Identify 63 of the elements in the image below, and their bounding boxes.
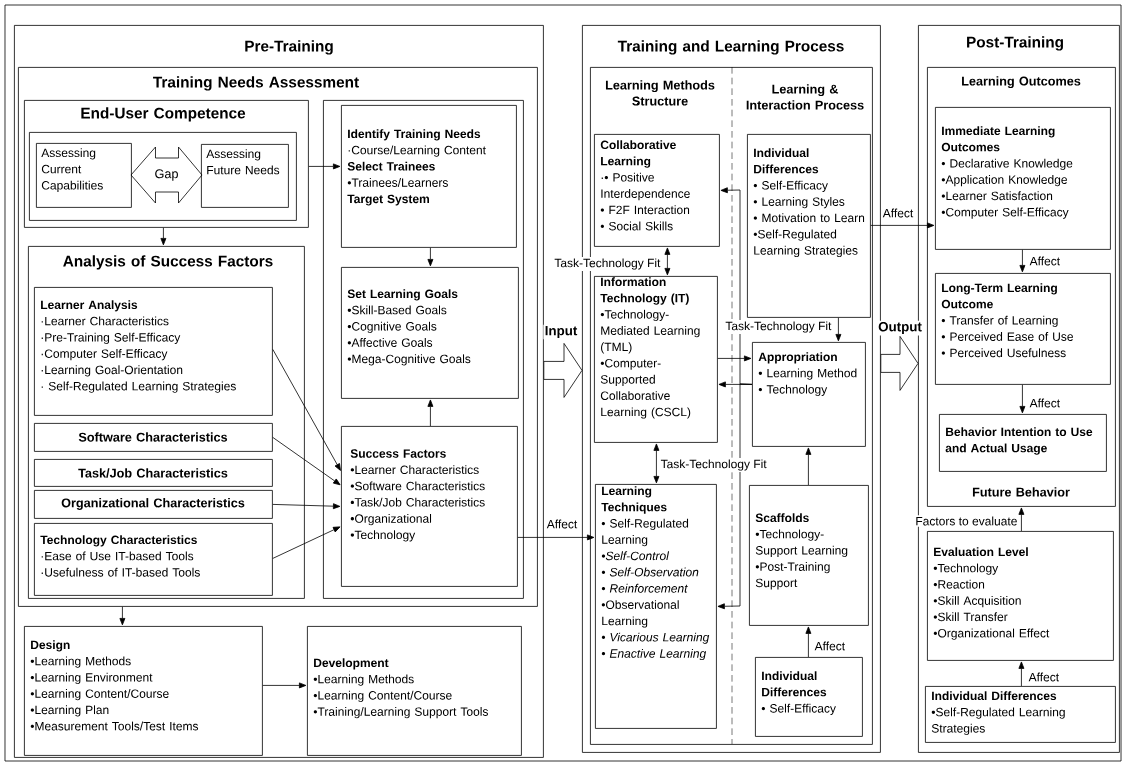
arrow — [1019, 249, 1026, 273]
list-box: Learner Analysis ·Learner Characteristics ·Pre-Training Self-Efficacy ·Computer Self-Efficacy ·Learning Goal-Orientation · Self-Regulated Learning Strategies — [34, 287, 273, 416]
arrow — [272, 349, 341, 471]
arrow — [1019, 384, 1026, 414]
edge-label: Task-Technology Fit — [659, 458, 768, 472]
arrow — [1018, 507, 1025, 532]
list-box: Technology Characteristics ·Ease of Use IT-based Tools ·Usefulness of IT-based Tools — [34, 523, 273, 596]
group-box — [323, 100, 524, 599]
edge-label: Affect — [881, 207, 915, 219]
arrow — [427, 399, 434, 427]
arrow — [272, 526, 341, 559]
arrow — [805, 447, 812, 486]
arrow — [119, 606, 126, 626]
edge-label: Task-Technology Fit — [724, 320, 833, 334]
list-box: Individual Differences •Self-Regulated Learning Strategies — [925, 686, 1116, 743]
list-box: Learning Techniques • Self-Regulated Learning •Self-Control • Self-Observation • Reinforcement •Observational Learning • Vicarious Learning • Enactive Learning — [595, 484, 717, 729]
arrow — [870, 222, 935, 229]
concept-box: Assessing Future Needs — [201, 144, 289, 208]
arrow — [717, 383, 753, 610]
edge-label: Affect — [545, 518, 579, 530]
list-box: Immediate Learning Outcomes • Declarative Knowledge •Application Knowledge •Learner Satisfaction •Computer Self-Efficacy — [935, 107, 1111, 250]
arrow — [805, 626, 812, 658]
edge-label: Affect — [1028, 397, 1062, 409]
concept-box: Task/Job Characteristics — [34, 459, 273, 487]
edge-label: Task-Technology Fit — [553, 257, 662, 271]
edge-label: Affect — [1027, 671, 1061, 683]
list-box: Scaffolds •Technology-Support Learning •Post-Training Support — [749, 485, 869, 626]
edge-label: Affect — [1028, 255, 1062, 267]
edge-label: Input — [543, 324, 579, 340]
list-box: Appropriation • Learning Method • Technology — [752, 342, 866, 447]
arrow — [160, 227, 167, 246]
arrow — [517, 534, 595, 541]
list-box: Individual Differences • Self-Efficacy — [755, 657, 863, 737]
list-box: Individual Differences • Self-Efficacy • Learning Styles • Motivation to Learn •Self-Regulated Learning Strategies — [747, 134, 871, 318]
edge-label: Factors to evaluate — [914, 515, 1019, 527]
arrow — [427, 247, 434, 267]
arrow — [717, 355, 752, 362]
arrow — [1018, 661, 1025, 687]
list-box: Development •Learning Methods •Learning Content/Course •Training/Learning Support Tools — [307, 626, 522, 756]
edge-label: Output — [876, 320, 924, 336]
double-arrow — [653, 443, 660, 484]
list-box: Identify Training Needs ·Course/Learning Content Select Trainees •Trainees/Learners Target System — [341, 105, 517, 248]
list-box: Long-Term Learning Outcome • Transfer of Learning • Perceived Ease of Use • Perceived Usefulness — [935, 273, 1111, 385]
concept-box: Organizational Characteristics — [34, 490, 273, 519]
concept-box: Software Characteristics — [34, 423, 273, 452]
arrow — [272, 437, 341, 486]
concept-box: Behavior Intention to Use and Actual Usage — [939, 414, 1107, 472]
arrow — [835, 317, 842, 342]
list-box: Design •Learning Methods •Learning Environment •Learning Content/Course •Learning Plan •Measurement Tools/Test Items — [24, 626, 263, 756]
arrow — [308, 163, 341, 170]
list-box: Evaluation Level •Technology •Reaction •Skill Acquisition •Skill Transfer •Organizational Effect — [927, 531, 1114, 661]
block-arrow — [543, 343, 583, 398]
concept-box: Assessing Current Capabilities — [36, 143, 132, 208]
list-box: Set Learning Goals •Skill-Based Goals •Cognitive Goals •Affective Goals •Mega-Cognitive Goals — [341, 267, 519, 399]
group-box — [29, 132, 297, 221]
edge-label: Affect — [813, 640, 847, 652]
list-box: Success Factors •Learner Characteristics •Software Characteristics •Task/Job Characteristics •Organizational •Technology — [341, 426, 518, 587]
list-box: Information Technology (IT) •Technology-Mediated Learning (TML) •Computer-Supported Collaborative Learning (CSCL) — [594, 276, 718, 443]
double-arrow — [664, 247, 671, 276]
block-arrow — [880, 336, 919, 391]
arrow — [262, 682, 307, 689]
arrow — [272, 503, 341, 510]
list-box: Collaborative Learning ·• Positive Interdependence • F2F Interaction • Social Skills — [594, 134, 720, 247]
